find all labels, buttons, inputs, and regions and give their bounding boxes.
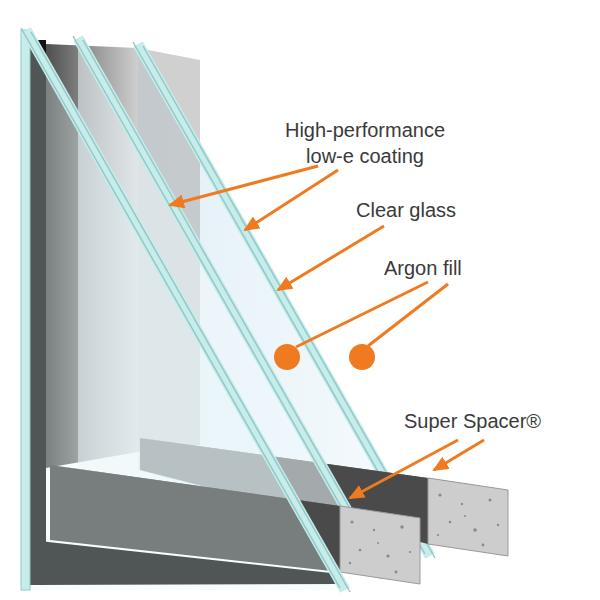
callout-label: Argon fill	[384, 255, 584, 281]
pane-edge	[26, 30, 345, 590]
desiccant-dots	[349, 521, 411, 574]
pane-edge-line	[31, 32, 350, 592]
callout-label: Clear glass	[356, 197, 556, 223]
callout-label: High-performance low-e coating	[272, 117, 458, 169]
desiccant-dots	[437, 493, 499, 546]
callout-label: Super Spacer®	[404, 408, 594, 434]
front-pane	[26, 30, 345, 590]
spacer-end	[428, 478, 508, 556]
pane-edge-line	[21, 28, 340, 588]
pane-edge	[21, 30, 30, 590]
argon-dot	[274, 344, 300, 370]
argon-dot	[349, 344, 375, 370]
spacer-end	[340, 506, 420, 584]
